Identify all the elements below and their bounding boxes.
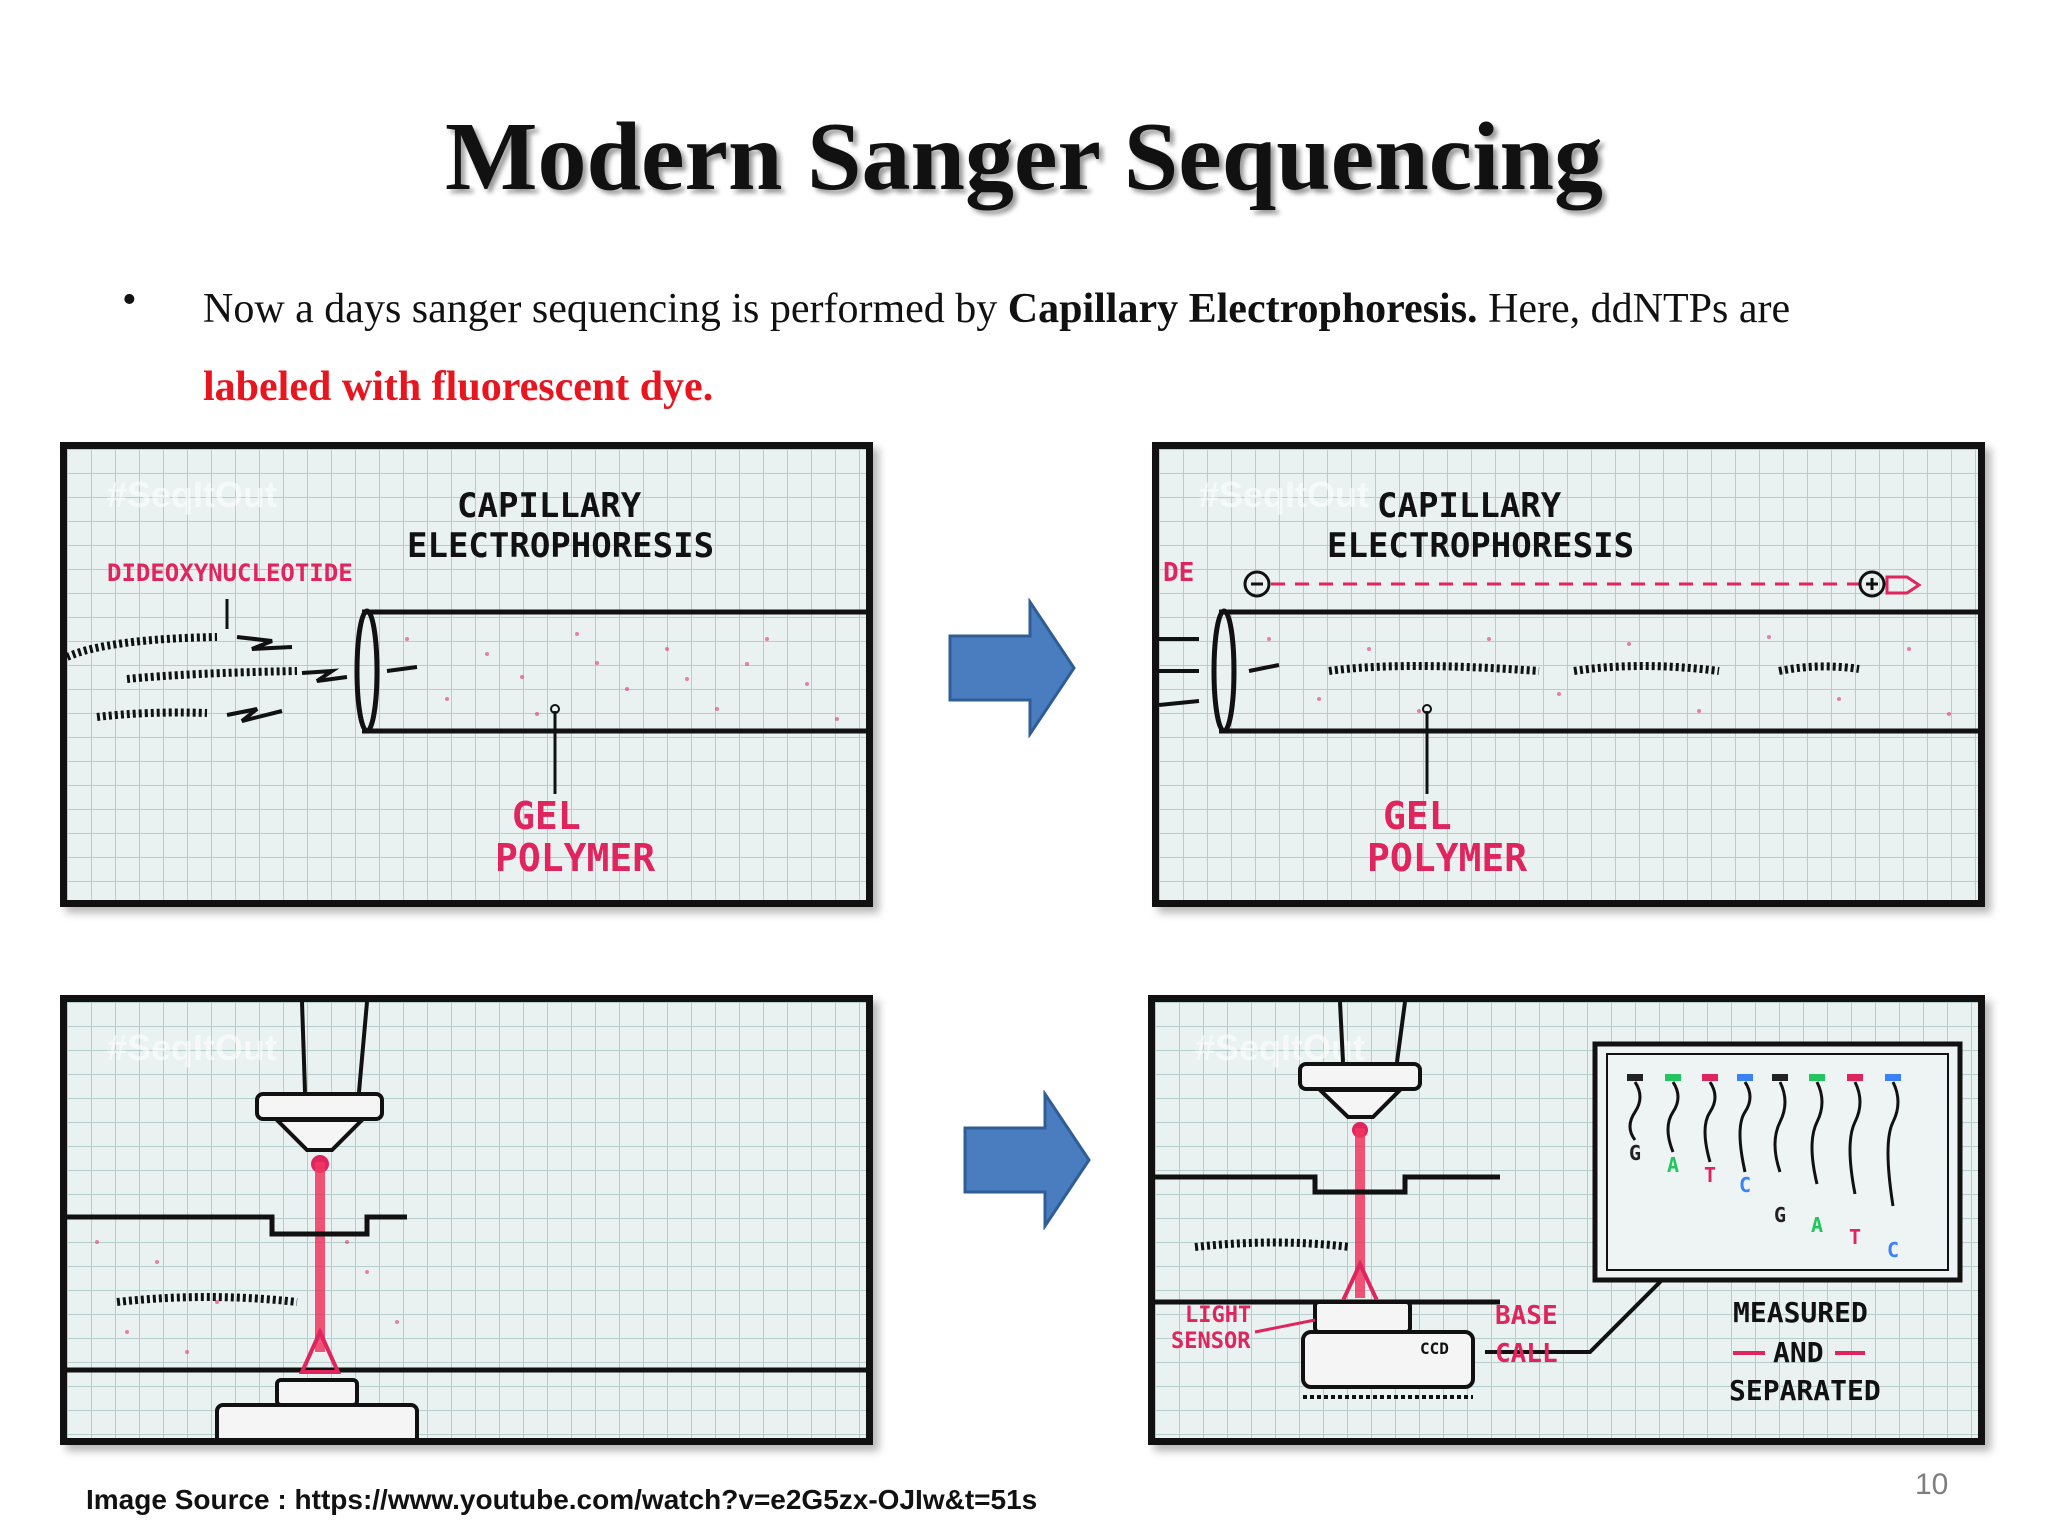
panel-capillary-injection: #SeqItOut DIDEOXYNUCLEOTIDE CAPILLARY EL… <box>60 442 873 907</box>
label-separated: SEPARATED <box>1729 1374 1881 1407</box>
arrow-right-1 <box>948 598 1076 738</box>
label-base: BASE <box>1495 1301 1558 1331</box>
image-source-citation: Image Source : https://www.youtube.com/w… <box>86 1484 1038 1515</box>
label-polymer: POLYMER <box>1367 836 1527 880</box>
panel-1-illustration: #SeqItOut DIDEOXYNUCLEOTIDE CAPILLARY EL… <box>67 474 866 880</box>
page-number: 10 <box>1915 1468 1949 1501</box>
panel-4-illustration: #SeqItOut CCD <box>1155 1002 1963 1407</box>
label-light: LIGHT <box>1185 1303 1251 1328</box>
label-and: AND <box>1773 1336 1824 1369</box>
base-top-T: T <box>1704 1163 1716 1187</box>
arrow-right-2 <box>963 1090 1091 1230</box>
base-bottom-A: A <box>1811 1213 1823 1237</box>
bullet-marker: • <box>122 277 137 323</box>
label-electrophoresis: ELECTROPHORESIS <box>407 526 714 566</box>
watermark: #SeqItOut <box>107 1027 277 1068</box>
base-top-A: A <box>1667 1153 1679 1177</box>
watermark: #SeqItOut <box>107 474 277 515</box>
label-dideoxynucleotide: DIDEOXYNUCLEOTIDE <box>107 559 353 587</box>
watermark: #SeqItOut <box>1199 474 1369 515</box>
base-top-C: C <box>1739 1173 1751 1197</box>
bullet-text-bold: Capillary Electrophoresis. <box>1007 286 1478 332</box>
label-measured: MEASURED <box>1733 1296 1868 1329</box>
watermark: #SeqItOut <box>1195 1027 1365 1068</box>
panel-laser-detection: #SeqItOut <box>60 995 873 1445</box>
label-gel: GEL <box>512 794 581 838</box>
label-capillary: CAPILLARY <box>457 486 642 526</box>
label-de: DE <box>1163 558 1194 588</box>
bullet-text-part2: Here, ddNTPs are <box>1477 286 1791 332</box>
base-bottom-C: C <box>1887 1238 1899 1262</box>
bullet-text-red: labeled with fluorescent dye. <box>203 364 714 410</box>
bullet-text: Now a days sanger sequencing is performe… <box>203 270 1893 426</box>
slide-title: Modern Sanger Sequencing <box>445 103 1603 211</box>
label-capillary: CAPILLARY <box>1377 486 1562 526</box>
base-top-G: G <box>1629 1141 1641 1165</box>
label-gel: GEL <box>1383 794 1452 838</box>
panel-base-calling: #SeqItOut CCD <box>1148 995 1985 1445</box>
base-bottom-T: T <box>1849 1225 1861 1249</box>
label-sensor: SENSOR <box>1171 1329 1251 1354</box>
panel-capillary-separation: #SeqItOut DE CAPILLARY ELECTROPHORESIS G… <box>1152 442 1985 907</box>
panel-2-illustration: #SeqItOut DE CAPILLARY ELECTROPHORESIS G… <box>1159 474 1978 880</box>
label-call: CALL <box>1495 1339 1558 1369</box>
base-bottom-G: G <box>1774 1203 1786 1227</box>
label-electrophoresis: ELECTROPHORESIS <box>1327 526 1634 566</box>
label-ccd: CCD <box>1420 1339 1449 1358</box>
label-polymer: POLYMER <box>495 836 655 880</box>
panel-3-illustration: #SeqItOut <box>67 1002 866 1438</box>
bullet-text-part1: Now a days sanger sequencing is performe… <box>203 286 1008 332</box>
